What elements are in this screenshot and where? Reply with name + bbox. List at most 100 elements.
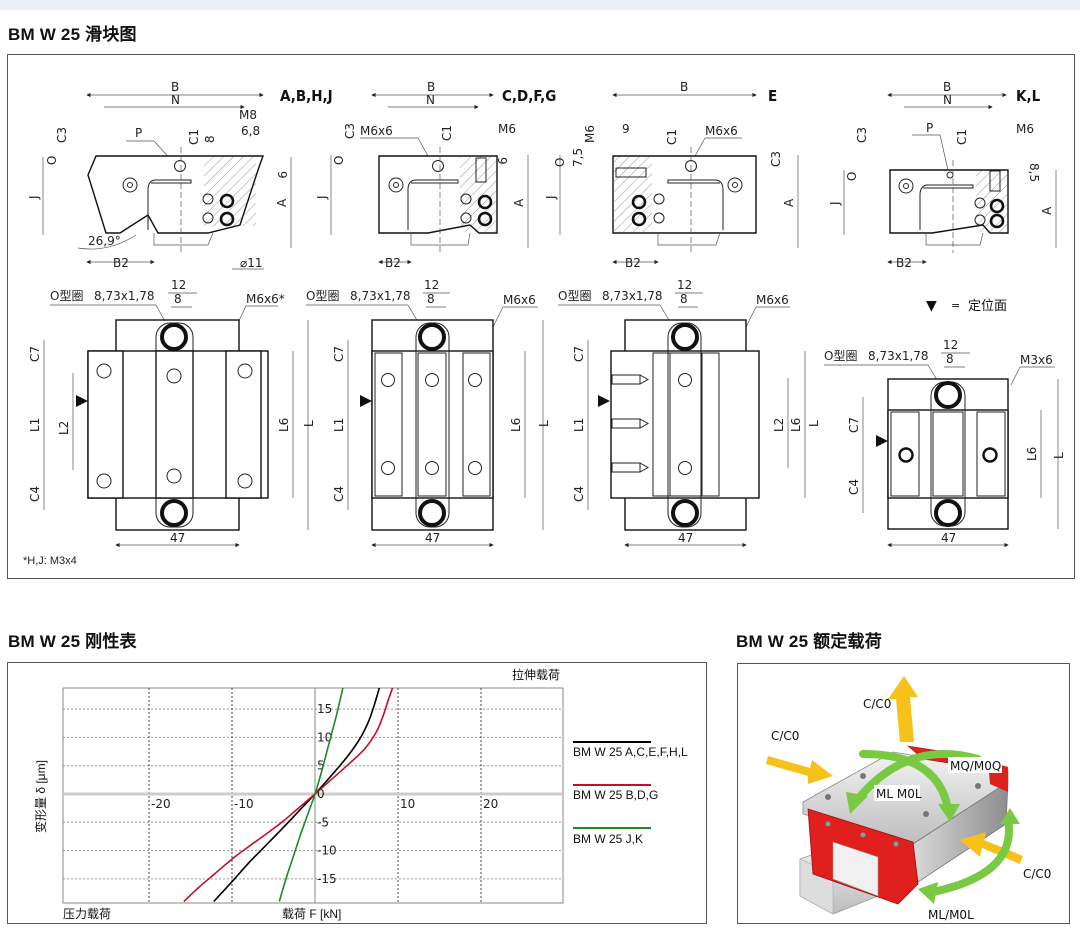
svg-text:8,73x1,78: 8,73x1,78	[602, 289, 663, 303]
svg-text:B2: B2	[625, 256, 641, 270]
svg-text:N: N	[943, 93, 952, 107]
svg-text:L1: L1	[28, 418, 42, 432]
label-moment-l-bottom: ML/M0L	[928, 908, 974, 922]
top-view-e: O型圈 8,73x1,78 12 8 M6x6 C7	[558, 278, 821, 548]
svg-text:定位面: 定位面	[968, 299, 1007, 314]
x-tick-label: 20	[483, 797, 498, 811]
svg-text:C1: C1	[187, 129, 201, 145]
svg-text:L2: L2	[772, 418, 786, 432]
svg-text:O型圈: O型圈	[50, 289, 83, 303]
label-moment-l-top: ML M0L	[876, 787, 922, 801]
legend-swatch-series-2	[573, 784, 651, 786]
y-tick-label: 15	[317, 702, 332, 716]
x-axis-label: 载荷 F [kN]	[282, 907, 342, 921]
x-tick-label: 10	[400, 797, 415, 811]
footnote: *H,J: M3x4	[23, 555, 77, 567]
svg-text:B: B	[943, 80, 951, 94]
svg-text:8: 8	[680, 292, 688, 306]
svg-text:9: 9	[275, 171, 289, 179]
svg-text:C7: C7	[572, 346, 586, 362]
y-axis-label: 变形量 δ [μm]	[34, 760, 48, 833]
variant-label: A,B,H,J	[280, 87, 333, 105]
svg-text:P: P	[135, 126, 142, 140]
svg-text:8: 8	[427, 292, 435, 306]
svg-text:8,5: 8,5	[1027, 163, 1041, 182]
legend-label-series-3: BM W 25 J,K	[573, 832, 644, 846]
label-lateral-load-right: C/C0	[1023, 867, 1051, 881]
svg-text:M6: M6	[498, 122, 516, 136]
load-labels: C/C0 C/C0 C/C0 MQ/M0Q ML M0L ML/M0L	[771, 697, 1051, 922]
side-view-abhj: A,B,H,J B N M8 6,8 P C3 O C1 8 9 J A	[27, 80, 333, 270]
legend-swatch-series-1	[573, 741, 651, 743]
svg-text:7,5: 7,5	[571, 148, 585, 167]
svg-text:B2: B2	[896, 256, 912, 270]
svg-text:J: J	[315, 195, 329, 200]
top-bar	[0, 0, 1080, 10]
svg-text:O: O	[845, 172, 859, 181]
svg-text:8: 8	[203, 135, 217, 143]
force-arrow-left	[766, 756, 833, 784]
label-radial-load: C/C0	[863, 697, 891, 711]
svg-text:J: J	[27, 195, 41, 200]
svg-text:8: 8	[174, 292, 182, 306]
svg-text:12: 12	[677, 278, 692, 292]
svg-text:47: 47	[170, 531, 185, 545]
rated-load-panel: C/C0 C/C0 C/C0 MQ/M0Q ML M0L ML/M0L	[737, 663, 1070, 924]
y-tick-label: -15	[317, 872, 337, 886]
svg-text:L1: L1	[572, 418, 586, 432]
svg-text:C7: C7	[847, 417, 861, 433]
svg-text:C3: C3	[343, 123, 357, 139]
svg-text:12: 12	[943, 338, 958, 352]
legend-label-series-1: BM W 25 A,C,E,F,H,L	[573, 745, 688, 759]
svg-text:M6x6*: M6x6*	[246, 292, 285, 306]
svg-text:M6x6: M6x6	[503, 293, 536, 307]
moment-arrow-ml-side	[929, 815, 1014, 896]
svg-text:M6x6: M6x6	[756, 293, 789, 307]
svg-text:6,8: 6,8	[241, 124, 260, 138]
svg-text:L: L	[537, 420, 551, 427]
svg-text:B: B	[680, 80, 688, 94]
svg-text:N: N	[426, 93, 435, 107]
section-title-stiffness: BM W 25 刚性表	[8, 632, 137, 651]
drawings-canvas: A,B,H,J B N M8 6,8 P C3 O C1 8 9 J A	[27, 80, 1066, 548]
y-tick-label: 10	[317, 730, 332, 744]
svg-text:L6: L6	[1025, 447, 1039, 461]
svg-text:C,D,F,G: C,D,F,G	[502, 87, 556, 105]
svg-text:L2: L2	[57, 421, 71, 435]
series-line-2	[183, 688, 394, 903]
svg-text:L: L	[1052, 452, 1066, 459]
force-arrow-up	[888, 676, 918, 742]
svg-text:M8: M8	[239, 108, 257, 122]
svg-text:O型圈: O型圈	[824, 349, 857, 363]
svg-text:K,L: K,L	[1016, 87, 1041, 105]
svg-text:O: O	[332, 156, 346, 165]
reference-surface-legend: ▼ = 定位面	[926, 298, 1007, 314]
svg-text:▼: ▼	[926, 298, 937, 314]
svg-text:L1: L1	[332, 418, 346, 432]
svg-text:C4: C4	[28, 486, 42, 502]
svg-text:=: =	[951, 299, 960, 312]
svg-text:9: 9	[622, 122, 630, 136]
svg-text:L6: L6	[509, 418, 523, 432]
svg-text:26,9°: 26,9°	[88, 234, 121, 248]
svg-text:12: 12	[424, 278, 439, 292]
svg-text:B2: B2	[113, 256, 129, 270]
svg-text:C7: C7	[332, 346, 346, 362]
svg-text:N: N	[171, 93, 180, 107]
svg-text:L: L	[807, 420, 821, 427]
y-tick-label: 5	[317, 759, 325, 773]
tensile-load-annotation: 拉伸载荷	[512, 668, 561, 682]
svg-text:L: L	[302, 420, 316, 427]
svg-text:C3: C3	[55, 127, 69, 143]
compressive-load-annotation: 压力载荷	[63, 907, 112, 921]
slider-drawings-panel: A,B,H,J B N M8 6,8 P C3 O C1 8 9 J A	[7, 54, 1075, 579]
svg-text:8,73x1,78: 8,73x1,78	[94, 289, 155, 303]
side-view-e: E B 9 M6x6 M6 7,5 O C1 C3 J A	[544, 80, 799, 270]
svg-text:C3: C3	[769, 151, 783, 167]
svg-text:C1: C1	[665, 129, 679, 145]
side-view-kl: K,L B N P M6 C3 O C1 8,5 J A	[828, 80, 1057, 270]
svg-text:J: J	[544, 195, 558, 200]
y-tick-label: -10	[317, 844, 337, 858]
